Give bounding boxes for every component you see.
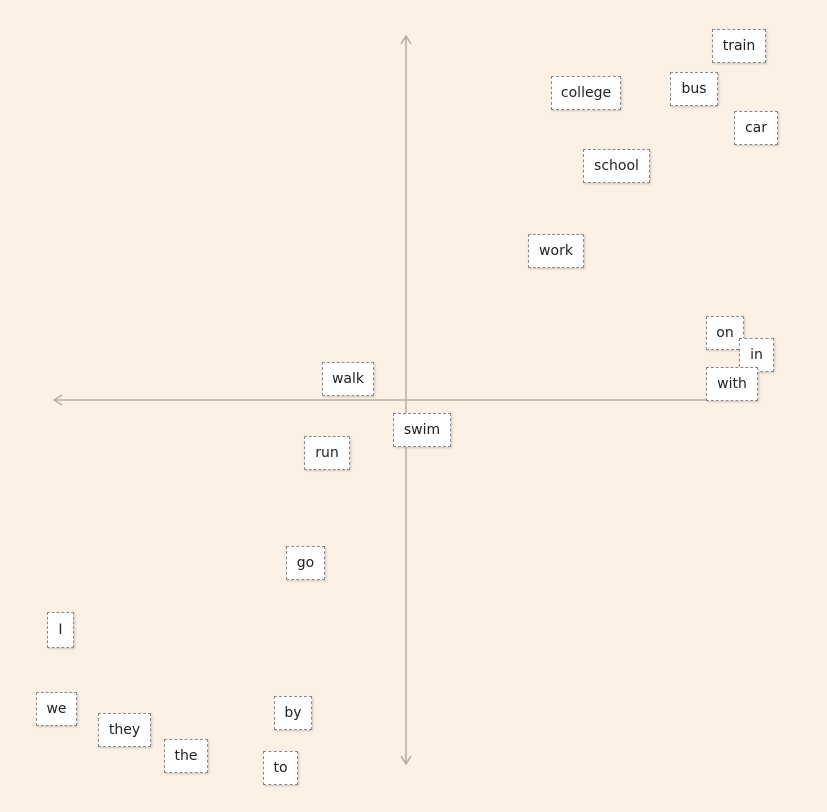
word-card-walk[interactable]: walk (322, 362, 374, 396)
vertical-axis-top-arrow-icon (400, 34, 412, 45)
vertical-axis-bottom-arrow-icon (400, 755, 412, 766)
word-card-train[interactable]: train (712, 29, 766, 63)
word-card-swim[interactable]: swim (393, 413, 451, 447)
word-card-by[interactable]: by (274, 696, 312, 730)
horizontal-axis-arrow-icon (52, 394, 63, 406)
word-card-school[interactable]: school (583, 149, 650, 183)
word-card-car[interactable]: car (734, 111, 778, 145)
word-card-to[interactable]: to (263, 751, 298, 785)
word-card-they[interactable]: they (98, 713, 151, 747)
word-card-run[interactable]: run (304, 436, 350, 470)
word-card-college[interactable]: college (551, 76, 621, 110)
word-card-in[interactable]: in (739, 338, 774, 372)
word-card-on[interactable]: on (706, 316, 744, 350)
word-card-bus[interactable]: bus (670, 72, 718, 106)
word-card-go[interactable]: go (286, 546, 325, 580)
word-card-we[interactable]: we (36, 692, 77, 726)
word-card-i[interactable]: I (47, 612, 74, 648)
word-card-with[interactable]: with (706, 367, 758, 401)
word-card-work[interactable]: work (528, 234, 584, 268)
word-card-the[interactable]: the (164, 739, 208, 773)
